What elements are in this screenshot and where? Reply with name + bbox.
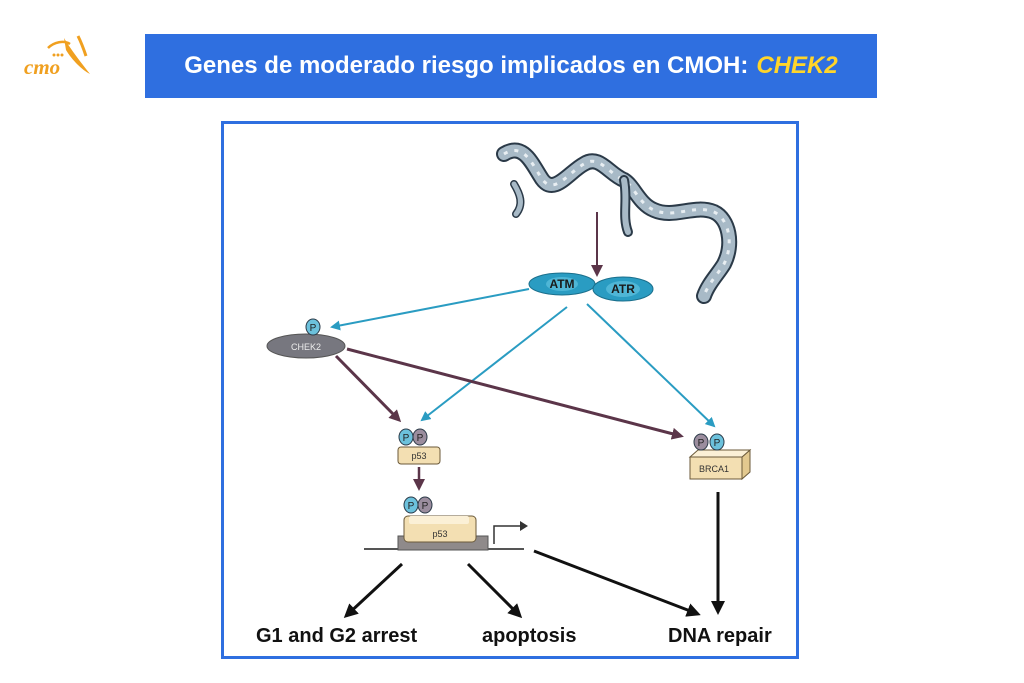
brca1-phospho-badge-2 [709,433,725,451]
brca1-phospho-label-2: P [714,438,721,449]
brca1-phospho-badge-1 [693,433,709,451]
arrow-to-arrest [343,562,404,619]
pathway-diagram: ATM ATR CHEK2 P p53 P P [221,121,799,659]
p53-small-label: p53 [411,451,426,461]
atm-atr-complex: ATM ATR [528,272,654,302]
logo-text: cmo [24,55,60,79]
title-gene: CHEK2 [756,52,838,79]
p53-small-node: p53 P P [397,428,441,465]
chek2-label: CHEK2 [291,342,321,352]
arrow-atm-to-chek2 [330,288,530,331]
arrow-chek2-to-p53 [334,354,402,423]
outcome-dna-repair: DNA repair [668,625,772,647]
p53-large-phospho-label-1: P [408,501,415,512]
chek2-phospho-label: P [310,323,317,334]
arrow-chek2-to-brca1 [346,347,684,440]
atm-label: ATM [549,277,574,291]
brca1-label: BRCA1 [699,464,729,474]
p53-large-phospho-badge-2 [417,496,433,514]
arrow-to-apoptosis [466,562,523,619]
arrow-atm-to-brca1 [586,303,716,428]
chek2-phospho-badge [305,318,321,336]
p53-large-node: p53 P P [364,496,528,551]
slide-title: Genes de moderado riesgo implicados en C… [145,34,877,98]
chek2-node: CHEK2 P [266,318,346,359]
transcription-start-arrow [493,525,520,544]
brca1-phospho-label-1: P [698,438,705,449]
p53-phospho-label-1: P [403,433,410,444]
p53-phospho-badge-2 [412,428,428,446]
brca1-node: BRCA1 P P [688,433,752,481]
outcome-apoptosis: apoptosis [482,625,576,647]
p53-phospho-label-2: P [417,433,424,444]
title-main: Genes de moderado riesgo implicados en C… [184,52,749,79]
arrow-atm-to-p53 [420,306,568,422]
dna-ribbon [496,142,738,304]
outcome-arrest: G1 and G2 arrest [256,625,418,647]
atr-label: ATR [611,282,635,296]
arrow-p53-to-repair [533,549,701,617]
p53-large-phospho-label-2: P [422,501,429,512]
cmo-logo: cmo [20,30,100,80]
p53-large-label: p53 [432,529,447,539]
